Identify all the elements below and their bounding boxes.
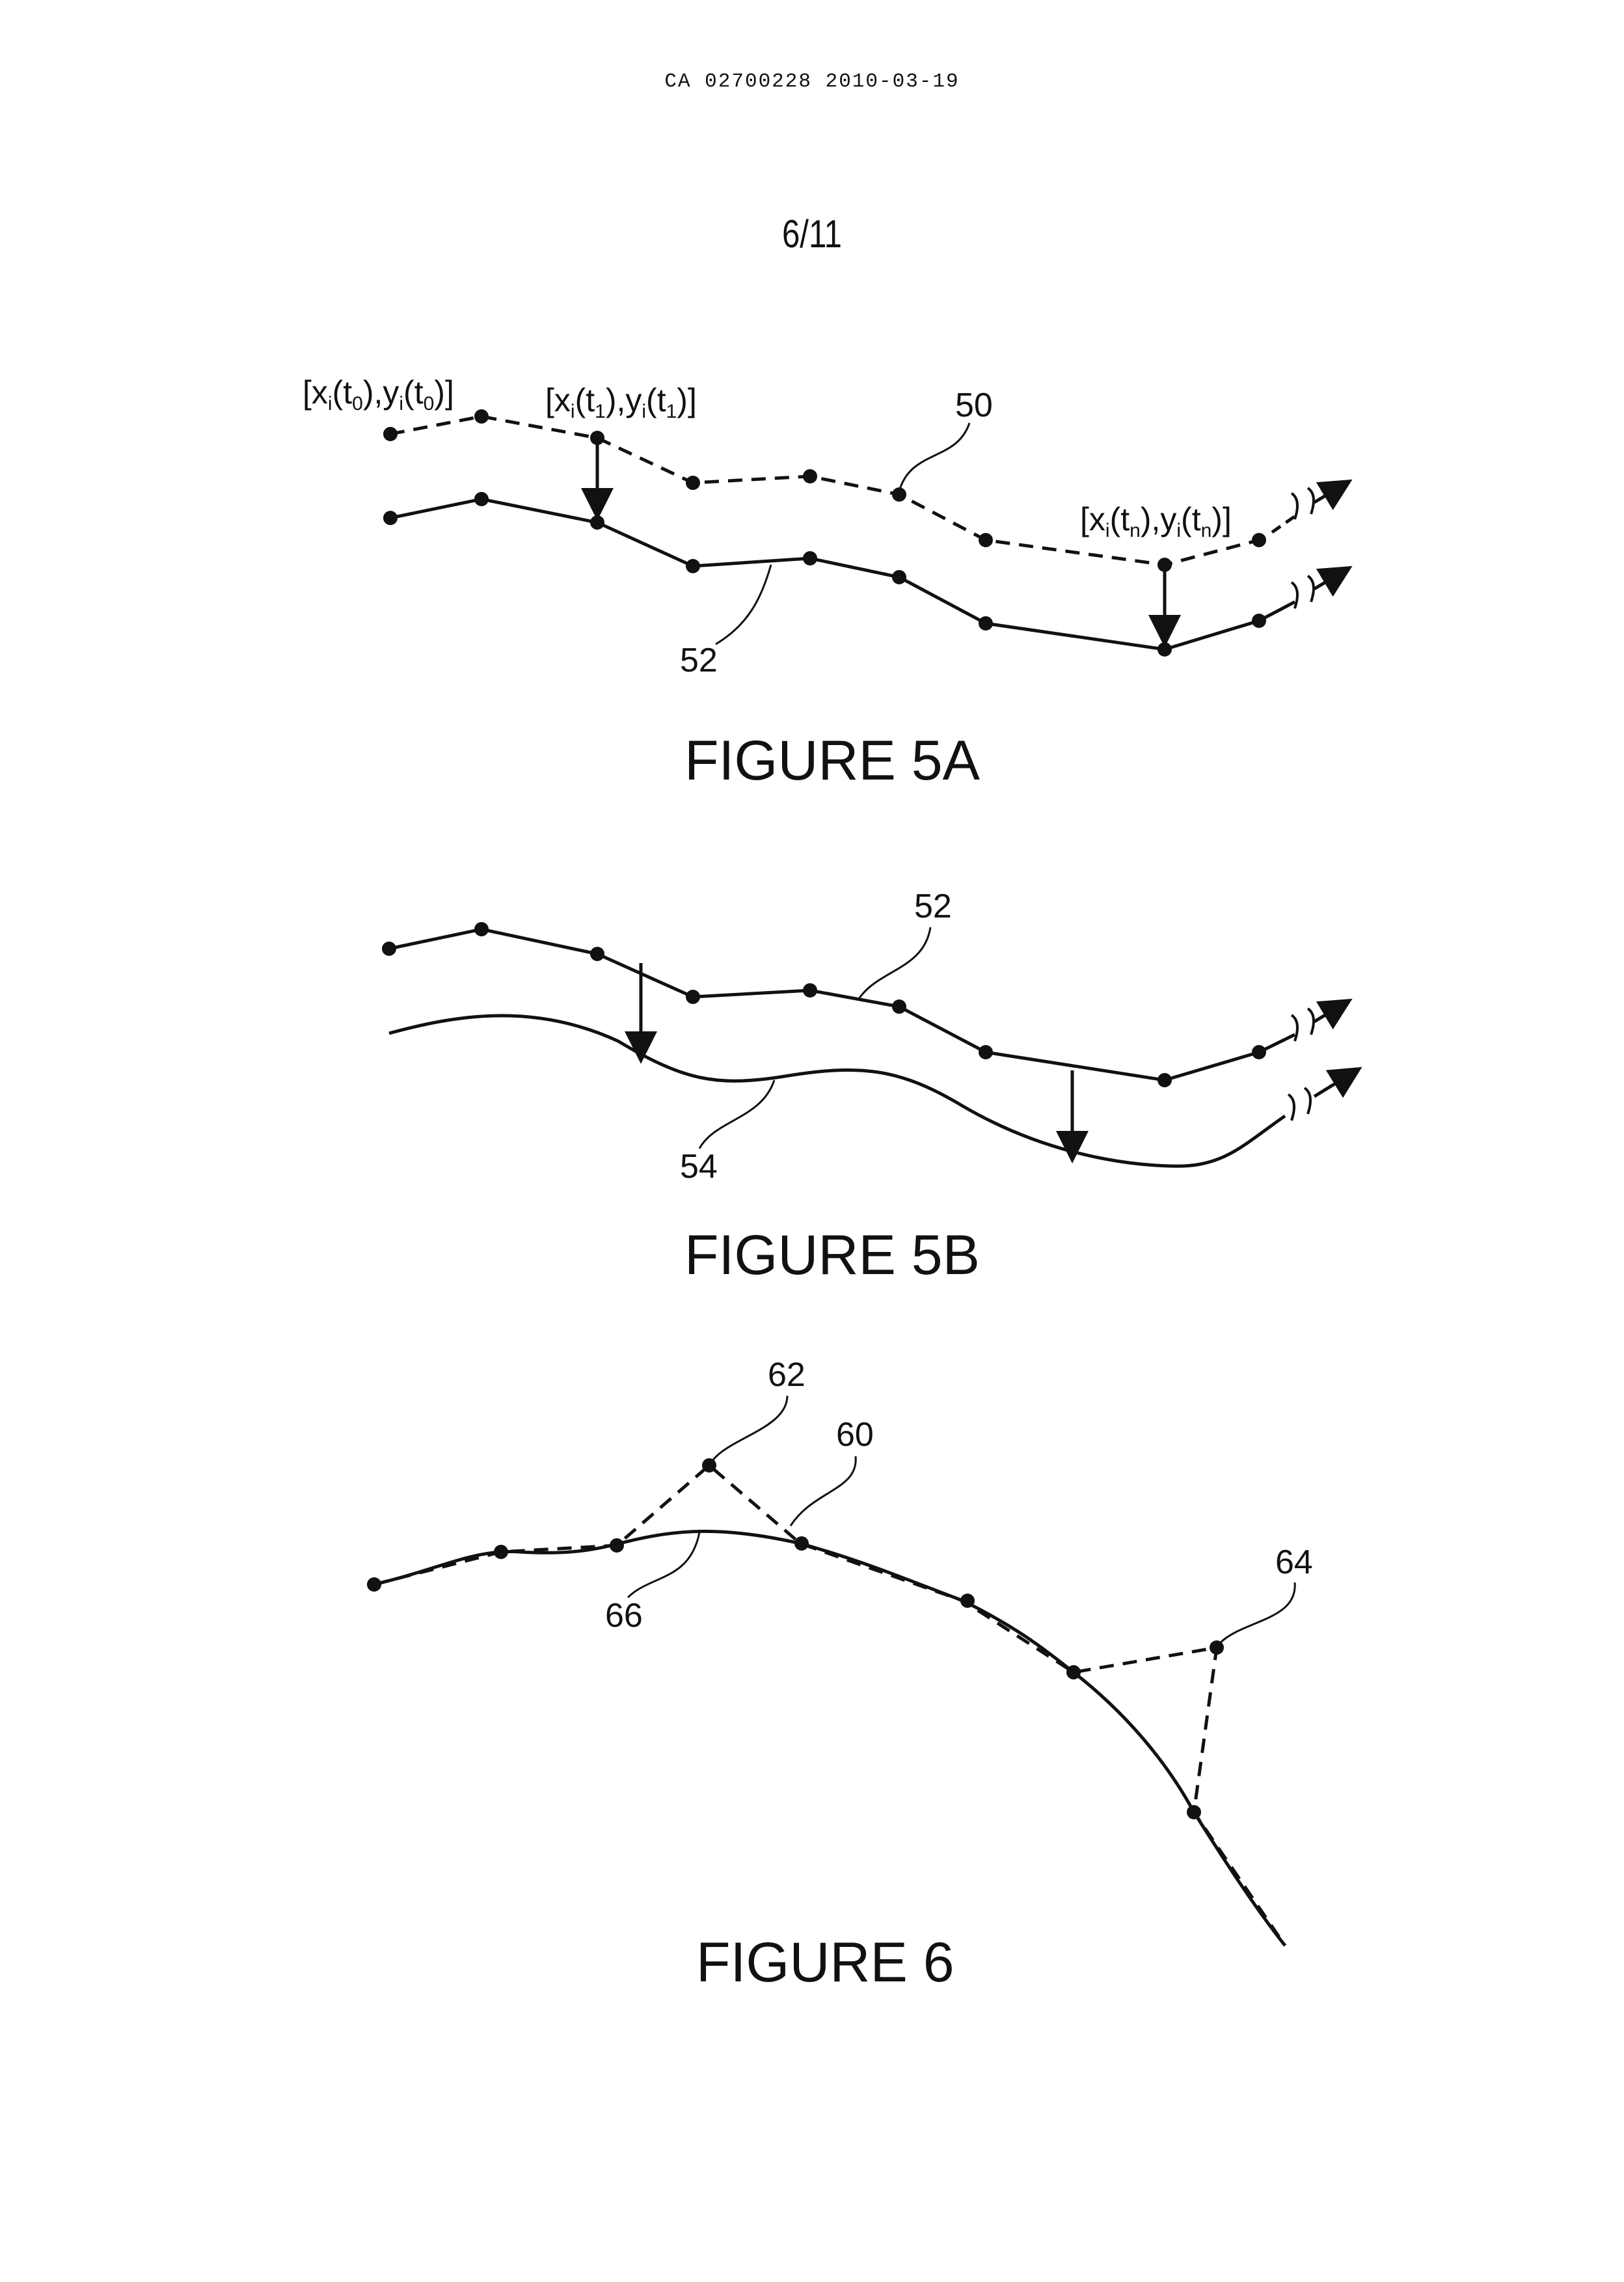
label-point-t0: [xi(t0),yi(t0)]: [303, 374, 454, 414]
leader-60: [791, 1456, 856, 1526]
figure-6: 62 60 64 66 FIGURE 6: [367, 1356, 1313, 1994]
ref-52-b: 52: [914, 888, 952, 925]
smooth-curve-54: [389, 1016, 1285, 1166]
figure-5b: 52 54 FIGURE 5B: [382, 888, 1357, 1286]
break-mark-54: [1288, 1088, 1310, 1121]
dots-52-b: [382, 922, 1266, 1087]
leader-52-b: [859, 927, 930, 999]
ref-50: 50: [955, 387, 993, 424]
dots-upper: [383, 409, 1266, 572]
figure-5a: [xi(t0),yi(t0)] [xi(t1),yi(t1)] [xi(tn),…: [303, 374, 1347, 792]
arrow-lower: [1314, 569, 1347, 589]
ref-62: 62: [768, 1356, 805, 1394]
solid-path-52-b: [389, 929, 1259, 1080]
dots-lower: [383, 492, 1266, 657]
ref-52: 52: [680, 642, 718, 679]
leader-54: [699, 1080, 774, 1148]
figure-5b-caption: FIGURE 5B: [684, 1224, 980, 1286]
arrow-54: [1314, 1070, 1357, 1096]
ref-64: 64: [1275, 1543, 1313, 1581]
leader-66: [628, 1532, 699, 1597]
dots-60: [367, 1458, 1224, 1819]
leader-50: [899, 423, 969, 491]
ref-66: 66: [605, 1597, 643, 1635]
dashed-path-60: [374, 1465, 1285, 1946]
break-mark-upper: [1292, 488, 1314, 519]
figure-6-caption: FIGURE 6: [696, 1931, 954, 1994]
ref-60: 60: [836, 1416, 874, 1454]
leader-62: [712, 1396, 787, 1461]
figure-5a-caption: FIGURE 5A: [684, 729, 981, 792]
leader-52: [716, 565, 771, 644]
leader-64: [1220, 1582, 1295, 1643]
label-point-tn: [xi(tn),yi(tn)]: [1080, 501, 1232, 541]
label-point-t1: [xi(t1),yi(t1)]: [545, 382, 697, 422]
arrow-52-b: [1314, 1002, 1347, 1022]
smooth-curve-66: [374, 1531, 1285, 1946]
continuation-upper: [1272, 514, 1298, 532]
arrow-upper: [1314, 483, 1347, 502]
ref-54: 54: [680, 1148, 718, 1186]
dashed-path-50: [390, 416, 1259, 565]
